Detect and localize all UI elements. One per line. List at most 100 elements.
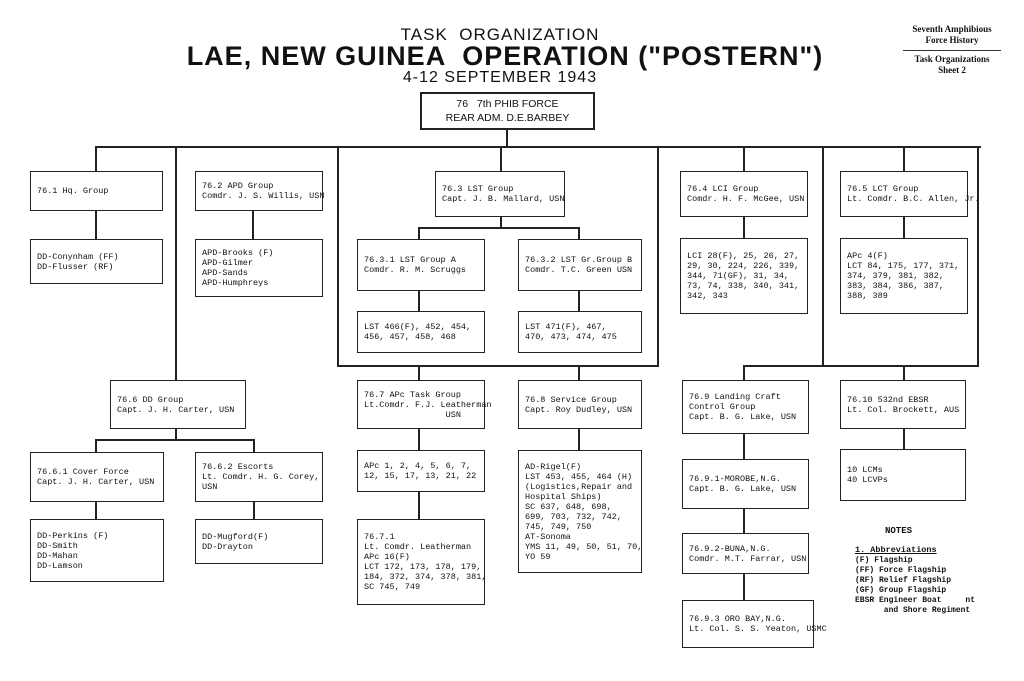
connector xyxy=(506,128,508,147)
connector xyxy=(95,146,97,172)
connector xyxy=(252,210,254,240)
box-text: APc 4(F) LCT 84, 175, 177, 371, 374, 379… xyxy=(847,251,960,301)
connector xyxy=(903,365,905,380)
box-text: AD-Rigel(F) LST 453, 455, 464 (H) (Logis… xyxy=(525,461,643,562)
connector xyxy=(418,227,580,229)
box-76-3-lst-group: 76.3 LST Group Capt. J. B. Mallard, USN xyxy=(435,171,565,217)
connector xyxy=(95,439,97,453)
connector xyxy=(743,508,745,534)
connector xyxy=(337,365,659,367)
box-text: LST 471(F), 467, 470, 473, 474, 475 xyxy=(525,322,617,342)
box-text: DD-Conynham (FF) DD-Flusser (RF) xyxy=(37,251,119,272)
connector xyxy=(500,216,502,228)
connector xyxy=(743,146,745,172)
root-label: 76 7th PHIB FORCE REAR ADM. D.E.BARBEY xyxy=(445,98,570,124)
box-text: 76.4 LCI Group Comdr. H. F. McGee, USN xyxy=(687,184,805,204)
history-reference: Seventh Amphibious Force History xyxy=(912,24,992,45)
box-76-10-craft: 10 LCMs 40 LCVPs xyxy=(840,449,966,501)
connector xyxy=(253,439,255,453)
connector xyxy=(743,365,745,380)
box-76-1-hq-group: 76.1 Hq. Group xyxy=(30,171,163,211)
root-box-7th-phib-force: 76 7th PHIB FORCE REAR ADM. D.E.BARBEY xyxy=(420,92,595,130)
connector xyxy=(95,210,97,240)
box-text: APc 1, 2, 4, 5, 6, 7, 12, 15, 17, 13, 21… xyxy=(364,461,477,481)
box-text: 76.7.1 Lt. Comdr. Leatherman APc 16(F) L… xyxy=(364,532,487,592)
box-76-9-3-oro-bay: 76.9.3 ORO BAY,N.G. Lt. Col. S. S. Yeato… xyxy=(682,600,827,648)
connector xyxy=(337,146,339,366)
box-text: 76.3 LST Group Capt. J. B. Mallard, USN xyxy=(442,184,565,204)
box-text: 76.3.1 LST Group A Comdr. R. M. Scruggs xyxy=(364,255,467,275)
box-text: 76.6.1 Cover Force Capt. J. H. Carter, U… xyxy=(37,467,155,487)
box-76-9-landing-craft-control: 76.9 Landing Craft Control Group Capt. B… xyxy=(682,380,809,434)
connector xyxy=(578,227,580,240)
box-76-1-ships: DD-Conynham (FF) DD-Flusser (RF) xyxy=(30,239,163,284)
box-text: 76.8 Service Group Capt. Roy Dudley, USN xyxy=(525,394,633,415)
box-text: DD-Mugford(F) DD-Drayton xyxy=(202,531,269,552)
connector xyxy=(903,428,905,450)
box-76-6-2-ships: DD-Mugford(F) DD-Drayton xyxy=(195,519,323,564)
title-operation: LAE, NEW GUINEA OPERATION ("POSTERN") xyxy=(186,41,824,71)
box-76-4-craft: LCI 28(F), 25, 26, 27, 29, 30, 224, 226,… xyxy=(680,238,808,314)
connector xyxy=(418,428,420,451)
connector xyxy=(95,146,981,148)
reference-divider xyxy=(903,50,1001,51)
connector xyxy=(657,146,659,366)
box-76-3-1-ships: LST 466(F), 452, 454, 456, 457, 458, 468 xyxy=(357,311,485,353)
box-76-6-1-ships: DD-Perkins (F) DD-Smith DD-Mahan DD-Lams… xyxy=(30,519,164,582)
connector xyxy=(743,433,745,460)
notes-abbreviations-list: (F) Flagship (FF) Force Flagship (RF) Re… xyxy=(855,556,976,615)
connector xyxy=(578,290,580,312)
box-text: 76.9.2-BUNA,N.G. Comdr. M.T. Farrar, USN xyxy=(689,543,807,564)
connector xyxy=(822,146,824,366)
box-76-6-1-cover-force: 76.6.1 Cover Force Capt. J. H. Carter, U… xyxy=(30,452,164,502)
box-text: 76.5 LCT Group Lt. Comdr. B.C. Allen, Jr… xyxy=(847,184,980,204)
box-76-8-ships: AD-Rigel(F) LST 453, 455, 464 (H) (Logis… xyxy=(518,450,642,573)
box-76-2-ships: APD-Brooks (F) APD-Gilmer APD-Sands APD-… xyxy=(195,239,323,297)
box-76-9-2-buna: 76.9.2-BUNA,N.G. Comdr. M.T. Farrar, USN xyxy=(682,533,809,574)
box-76-3-2-lst-group-b: 76.3.2 LST Gr.Group B Comdr. T.C. Green … xyxy=(518,239,642,291)
connector xyxy=(418,227,420,240)
box-76-7-apc-list: APc 1, 2, 4, 5, 6, 7, 12, 15, 17, 13, 21… xyxy=(357,450,485,492)
connector xyxy=(977,146,979,366)
title-task-organization: TASK ORGANIZATION xyxy=(400,25,600,44)
box-text: 76.6 DD Group Capt. J. H. Carter, USN xyxy=(117,394,235,415)
notes-abbreviations-heading: 1. Abbreviations xyxy=(855,545,937,555)
box-76-8-service-group: 76.8 Service Group Capt. Roy Dudley, USN xyxy=(518,380,642,429)
box-text: LST 466(F), 452, 454, 456, 457, 458, 468 xyxy=(364,322,472,342)
box-76-9-1-morobe: 76.9.1-MOROBE,N.G. Capt. B. G. Lake, USN xyxy=(682,459,809,509)
connector xyxy=(578,428,580,451)
box-76-2-apd-group: 76.2 APD Group Comdr. J. S. Willis, USN xyxy=(195,171,325,211)
box-text: 76.1 Hq. Group xyxy=(37,186,109,196)
box-text: 76.9 Landing Craft Control Group Capt. B… xyxy=(689,392,797,422)
connector xyxy=(743,216,745,239)
box-text: DD-Perkins (F) DD-Smith DD-Mahan DD-Lams… xyxy=(37,530,109,571)
box-text: 76.10 532nd EBSR Lt. Col. Brockett, AUS xyxy=(847,394,960,415)
notes-heading: NOTES xyxy=(885,526,913,536)
box-text: LCI 28(F), 25, 26, 27, 29, 30, 224, 226,… xyxy=(687,251,800,301)
connector xyxy=(175,428,177,440)
box-text: 76.2 APD Group Comdr. J. S. Willis, USN xyxy=(202,181,325,201)
connector xyxy=(903,146,905,172)
box-text: 76.9.3 ORO BAY,N.G. Lt. Col. S. S. Yeato… xyxy=(689,614,827,634)
connector xyxy=(95,500,97,520)
box-76-7-apc-task-group: 76.7 APc Task Group Lt.Comdr. F.J. Leath… xyxy=(357,380,492,429)
box-76-3-2-ships: LST 471(F), 467, 470, 473, 474, 475 xyxy=(518,311,642,353)
box-76-5-craft: APc 4(F) LCT 84, 175, 177, 371, 374, 379… xyxy=(840,238,968,314)
box-76-10-532nd-ebsr: 76.10 532nd EBSR Lt. Col. Brockett, AUS xyxy=(840,380,966,429)
box-text: 76.9.1-MOROBE,N.G. Capt. B. G. Lake, USN xyxy=(689,474,797,494)
box-text: 76.3.2 LST Gr.Group B Comdr. T.C. Green … xyxy=(525,255,633,275)
connector xyxy=(903,216,905,239)
box-text: APD-Brooks (F) APD-Gilmer APD-Sands APD-… xyxy=(202,248,274,288)
sheet-reference: Task Organizations Sheet 2 xyxy=(914,54,990,75)
box-76-6-dd-group: 76.6 DD Group Capt. J. H. Carter, USN xyxy=(110,380,246,429)
connector xyxy=(743,573,745,600)
box-76-6-2-escorts: 76.6.2 Escorts Lt. Comdr. H. G. Corey, U… xyxy=(195,452,323,502)
connector xyxy=(418,490,420,520)
connector xyxy=(95,439,255,441)
box-76-4-lci-group: 76.4 LCI Group Comdr. H. F. McGee, USN xyxy=(680,171,808,217)
box-text: 10 LCMs 40 LCVPs xyxy=(847,465,888,485)
box-76-7-1: 76.7.1 Lt. Comdr. Leatherman APc 16(F) L… xyxy=(357,519,487,605)
connector xyxy=(578,365,580,380)
connector xyxy=(418,290,420,312)
box-76-3-1-lst-group-a: 76.3.1 LST Group A Comdr. R. M. Scruggs xyxy=(357,239,485,291)
